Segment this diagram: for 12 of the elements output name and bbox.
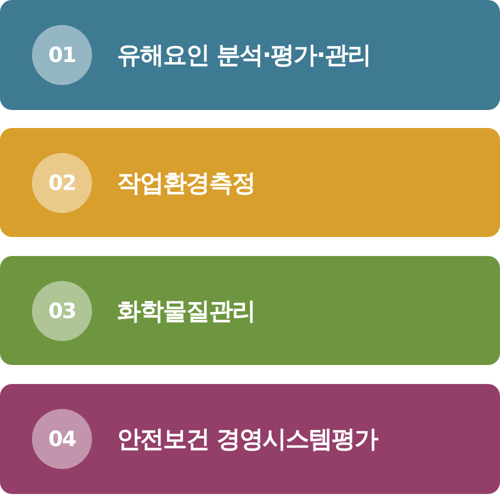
- item-title: 유해요인 분석·평가·관리: [117, 40, 371, 71]
- item-number: 03: [47, 298, 77, 322]
- item-number: 01: [47, 43, 77, 67]
- list-item-bar: [0, 0, 500, 110]
- item-title: 작업환경측정: [117, 168, 255, 198]
- list-item-bar: [0, 128, 500, 237]
- list-item-bar: [0, 384, 500, 494]
- item-title: 화학물질관리: [117, 296, 255, 326]
- list-item-bar: [0, 256, 500, 365]
- item-number: 04: [47, 427, 77, 451]
- item-number: 02: [47, 170, 77, 194]
- item-title: 안전보건 경영시스템평가: [117, 424, 378, 455]
